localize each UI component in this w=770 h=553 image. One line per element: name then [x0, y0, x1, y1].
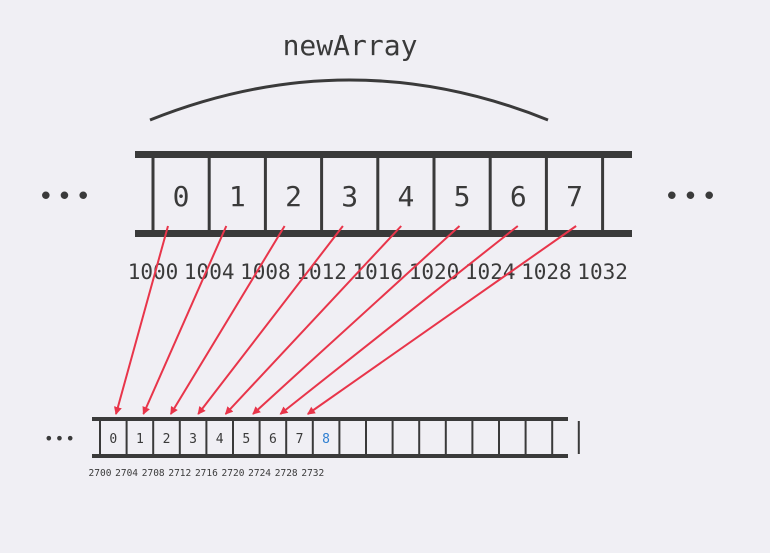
- copy-arrow: [224, 225, 402, 415]
- top-address-label: 1032: [577, 260, 628, 284]
- bottom-address-label: 2712: [168, 468, 191, 479]
- top-array-top-rail: [135, 151, 632, 158]
- array-brace: [149, 78, 549, 122]
- copy-arrow: [114, 225, 169, 415]
- top-cell-value: 0: [173, 180, 190, 213]
- bottom-array-bottom-rail: [92, 454, 568, 458]
- copy-arrows: [114, 225, 577, 415]
- top-cell-value: 6: [510, 180, 527, 213]
- top-cell-value: 7: [566, 180, 583, 213]
- bottom-address-label: 2708: [142, 468, 165, 479]
- bottom-address-label: 2720: [222, 468, 245, 479]
- bottom-address-label: 2732: [301, 468, 324, 479]
- bottom-cell-value: 7: [296, 432, 304, 447]
- copy-arrow: [169, 225, 286, 415]
- bottom-address-label: 2724: [248, 468, 271, 479]
- bottom-cell-value-new: 8: [322, 432, 330, 447]
- bottom-cell-value: 6: [269, 432, 277, 447]
- top-cell-value: 3: [341, 180, 358, 213]
- top-address-label: 1020: [409, 260, 460, 284]
- array-title: newArray: [283, 29, 418, 62]
- top-address-label: 1008: [240, 260, 291, 284]
- top-address-label: 1028: [521, 260, 572, 284]
- top-cell-value: 4: [397, 180, 414, 213]
- bottom-cell-value: 5: [242, 432, 250, 447]
- top-cell-value: 2: [285, 180, 302, 213]
- top-array-cells: 0 1 2 3 4 5 6 7: [151, 158, 605, 230]
- copy-arrow: [306, 225, 577, 415]
- top-array-bottom-rail: [135, 230, 632, 237]
- bottom-cell-value: 2: [163, 432, 171, 447]
- top-cell-value: 5: [454, 180, 471, 213]
- bottom-address-label: 2700: [89, 468, 112, 479]
- top-left-ellipsis: •••: [38, 182, 94, 212]
- bottom-array-cells: 0 1 2 3 4 5 6 7 8: [99, 421, 580, 454]
- bottom-cell-value: 3: [189, 432, 197, 447]
- bottom-cell-value: 0: [109, 432, 117, 447]
- top-right-ellipsis: •••: [664, 182, 720, 212]
- top-address-label: 1016: [353, 260, 404, 284]
- bottom-address-label: 2716: [195, 468, 218, 479]
- top-cell-value: 1: [229, 180, 246, 213]
- copy-arrow: [142, 225, 228, 415]
- top-address-label: 1024: [465, 260, 516, 284]
- copy-arrow: [197, 225, 344, 415]
- copy-arrow: [252, 225, 461, 415]
- bottom-address-label: 2704: [115, 468, 138, 479]
- bottom-array-top-rail: [92, 417, 568, 421]
- bottom-left-ellipsis: •••: [44, 429, 76, 448]
- bottom-address-label: 2728: [275, 468, 298, 479]
- bottom-cell-value: 4: [216, 432, 224, 447]
- copy-arrow: [279, 225, 519, 415]
- bottom-cell-value: 1: [136, 432, 144, 447]
- top-address-label: 1012: [296, 260, 347, 284]
